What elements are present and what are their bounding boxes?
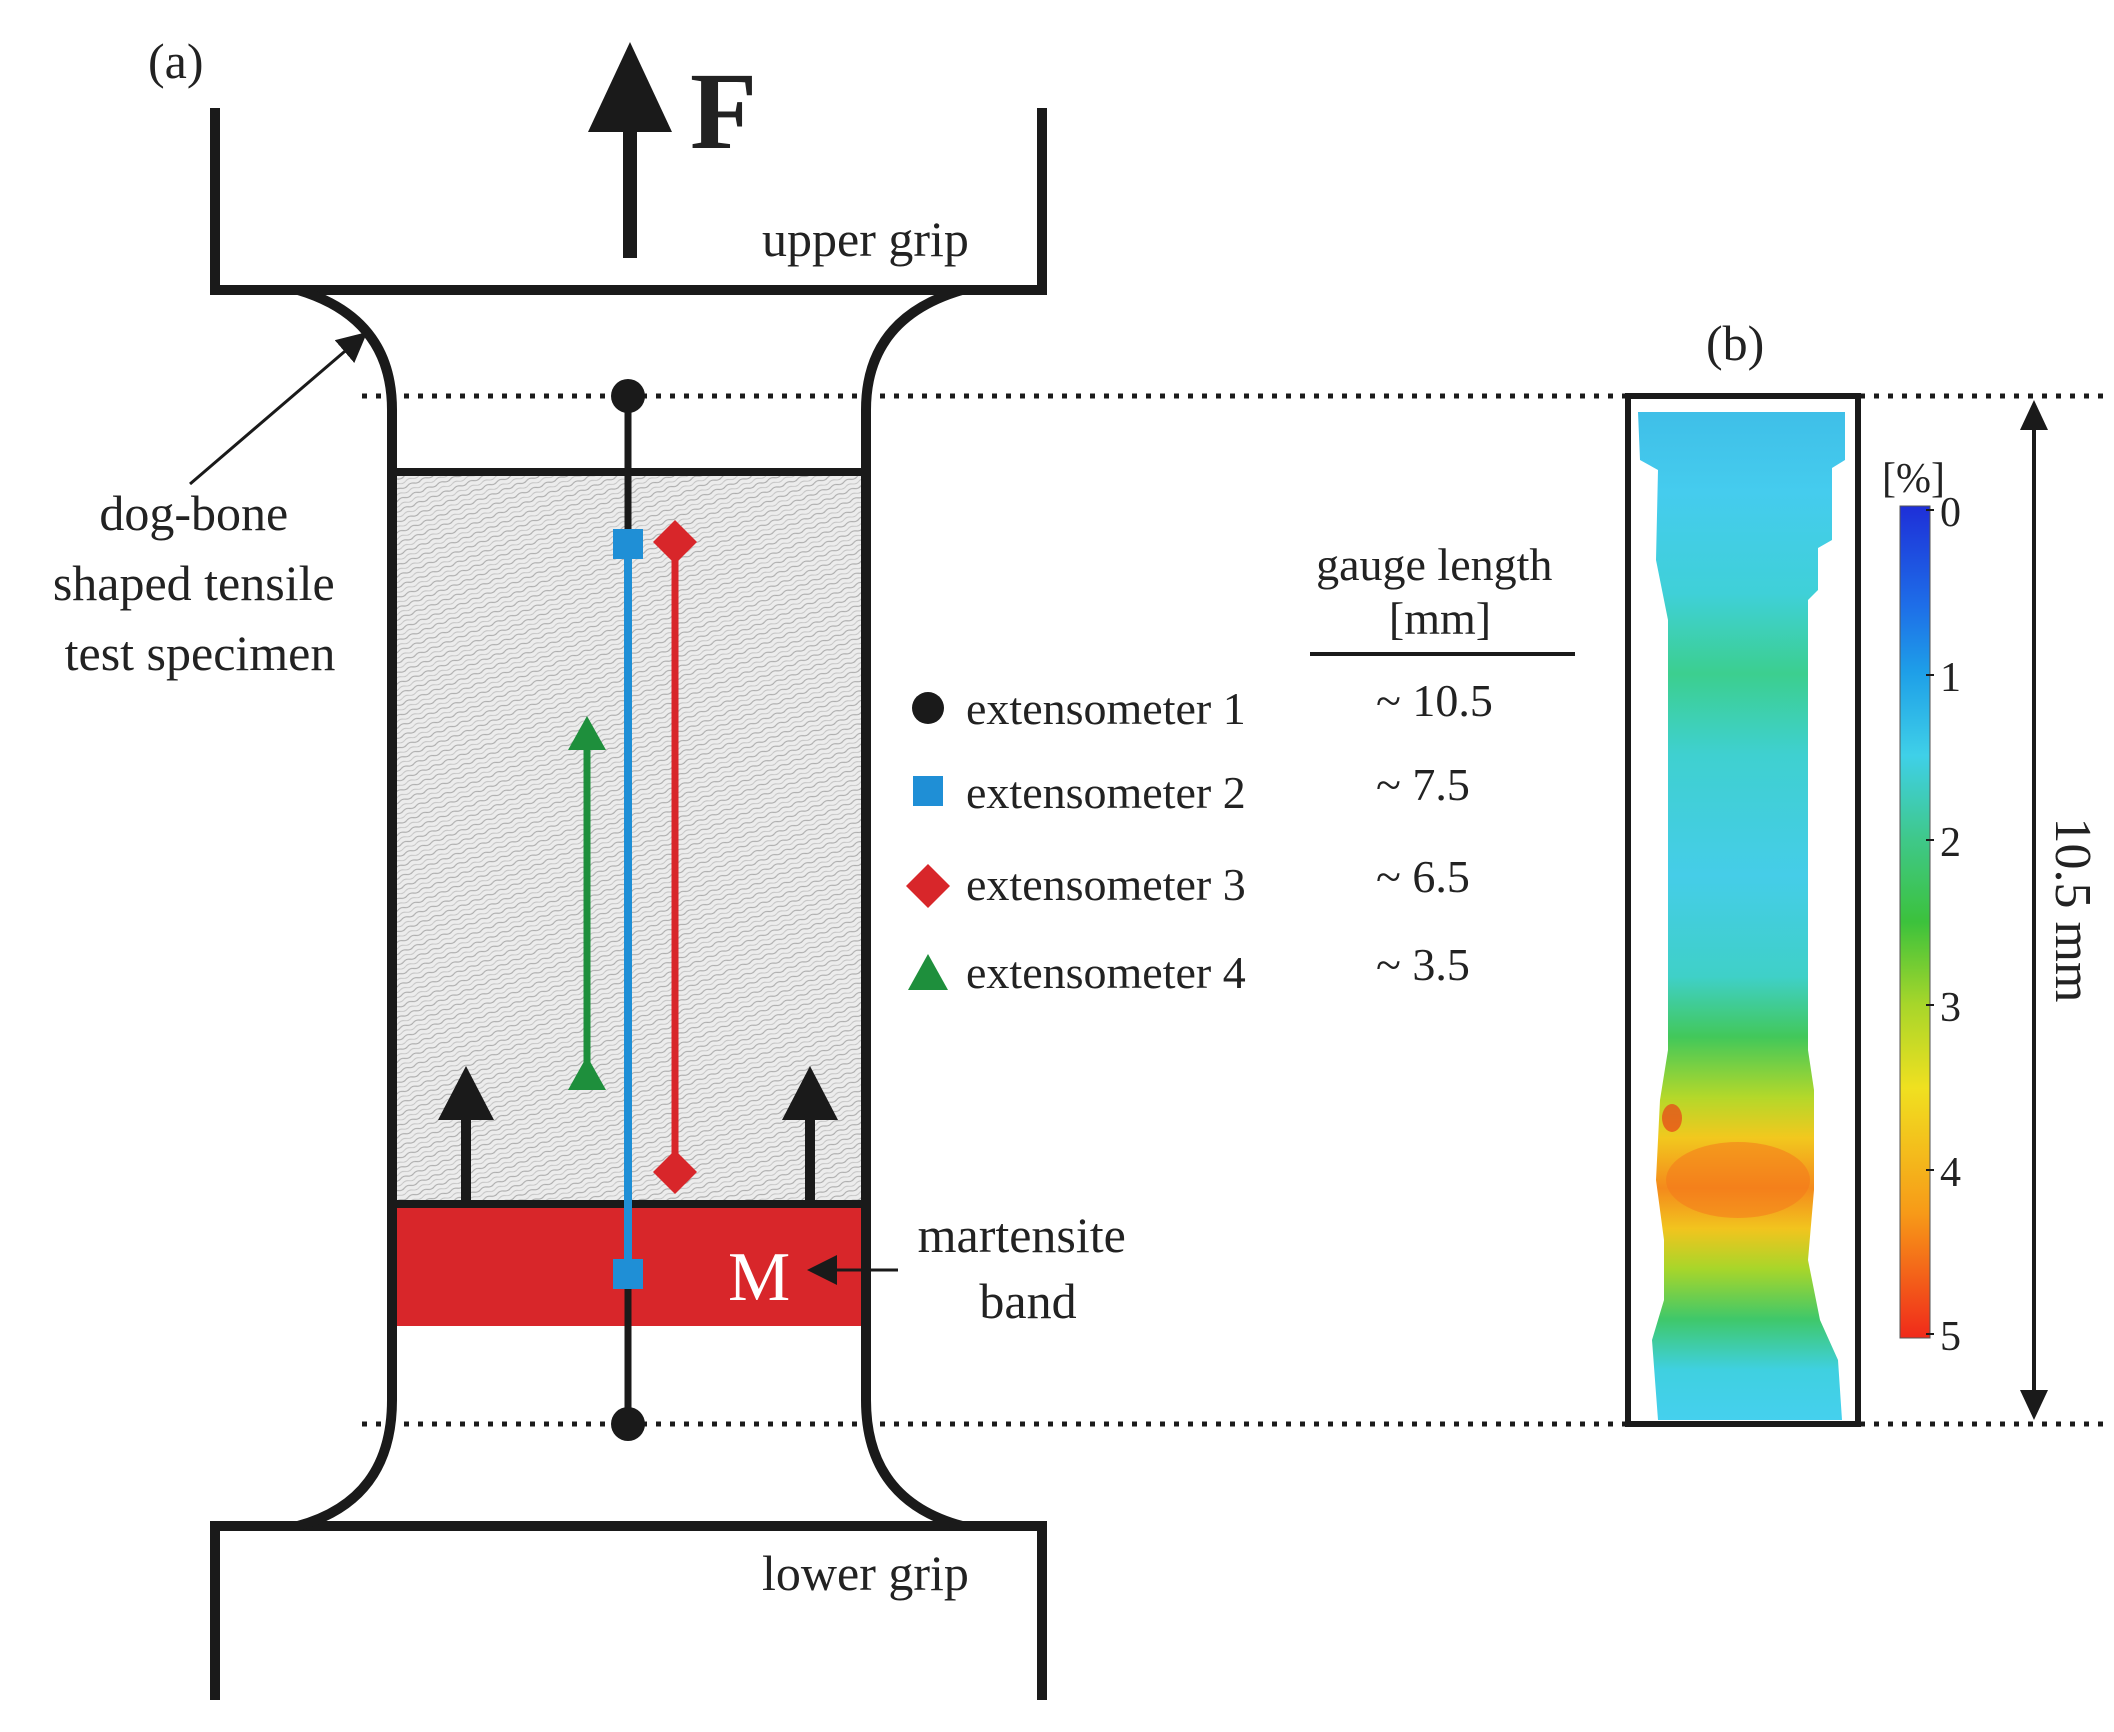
legend-marker-circle — [912, 692, 944, 724]
legend-value-3: ~ 6.5 — [1376, 851, 1470, 902]
legend-marker-triangle — [908, 954, 948, 990]
band-propagation-arrow-right — [782, 1066, 838, 1200]
legend-header-line-1: gauge length — [1316, 539, 1552, 590]
legend-value-2: ~ 7.5 — [1376, 759, 1470, 810]
lower-grip — [210, 1521, 1047, 1700]
specimen-label: dog-bone shaped tensile test specimen — [53, 485, 347, 681]
extensometer-3-line — [653, 520, 697, 1194]
specimen-label-line-3: test specimen — [65, 625, 336, 681]
strain-map — [1625, 393, 1861, 1427]
specimen-callout-arrow — [189, 332, 368, 486]
colorbar-tick-5: 5 — [1940, 1314, 1961, 1360]
legend-marker-diamond — [906, 864, 950, 908]
legend: gauge length [mm] extensometer 1 ~ 10.5 … — [906, 539, 1575, 998]
extensometer-3-marker-top — [653, 520, 697, 564]
specimen-left-edge — [296, 285, 397, 1531]
colorbar-tick-1: 1 — [1940, 655, 1961, 701]
legend-header-line-2: [mm] — [1389, 593, 1491, 644]
specimen-label-line-2: shaped tensile — [53, 555, 335, 611]
legend-label-1: extensometer 1 — [966, 683, 1246, 734]
length-dimension-label: 10.5 mm — [2044, 818, 2101, 1003]
upper-grip — [210, 108, 1047, 295]
extensometer-4-line — [568, 716, 606, 1090]
colorbar-tick-3: 3 — [1940, 985, 1961, 1031]
band-propagation-arrow-left — [438, 1066, 494, 1200]
extensometer-2-line — [613, 529, 643, 1289]
extensometer-4-marker-bottom — [568, 1056, 606, 1090]
colorbar-tick-4: 4 — [1940, 1150, 1961, 1196]
panel-a-label: (a) — [148, 33, 204, 89]
specimen-right-edge — [861, 285, 964, 1531]
colorbar-tick-2: 2 — [1940, 820, 1961, 866]
legend-label-3: extensometer 3 — [966, 859, 1246, 910]
legend-label-4: extensometer 4 — [966, 947, 1246, 998]
extensometer-4-marker-top — [568, 716, 606, 750]
extensometer-2-marker-top — [613, 529, 643, 559]
extensometer-3-marker-bottom — [653, 1150, 697, 1194]
legend-label-2: extensometer 2 — [966, 767, 1246, 818]
martensite-band-letter: M — [728, 1239, 790, 1316]
length-dimension-arrow — [2020, 400, 2048, 1420]
colorbar-ticks — [1926, 509, 1934, 1335]
legend-marker-square — [913, 776, 943, 806]
panel-b-label: (b) — [1706, 315, 1764, 371]
colorbar-unit: [%] — [1882, 456, 1945, 502]
legend-header: gauge length [mm] — [1316, 539, 1564, 644]
force-label: F — [690, 50, 757, 172]
specimen-label-line-1: dog-bone — [99, 485, 288, 541]
martensite-band-label-line-1: martensite — [918, 1207, 1126, 1263]
martensite-band-label: martensite band — [918, 1207, 1139, 1329]
colorbar: [%] 0 1 2 3 4 5 — [1882, 456, 1961, 1360]
force-arrow — [588, 42, 672, 258]
legend-value-4: ~ 3.5 — [1376, 939, 1470, 990]
upper-grip-label: upper grip — [762, 211, 969, 267]
legend-value-1: ~ 10.5 — [1376, 675, 1493, 726]
martensite-band-label-line-2: band — [979, 1273, 1076, 1329]
strain-map-frame — [1625, 393, 1861, 1427]
colorbar-gradient — [1899, 505, 1931, 1339]
colorbar-tick-0: 0 — [1940, 490, 1961, 536]
extensometer-2-marker-bottom — [613, 1259, 643, 1289]
lower-grip-label: lower grip — [762, 1545, 969, 1601]
